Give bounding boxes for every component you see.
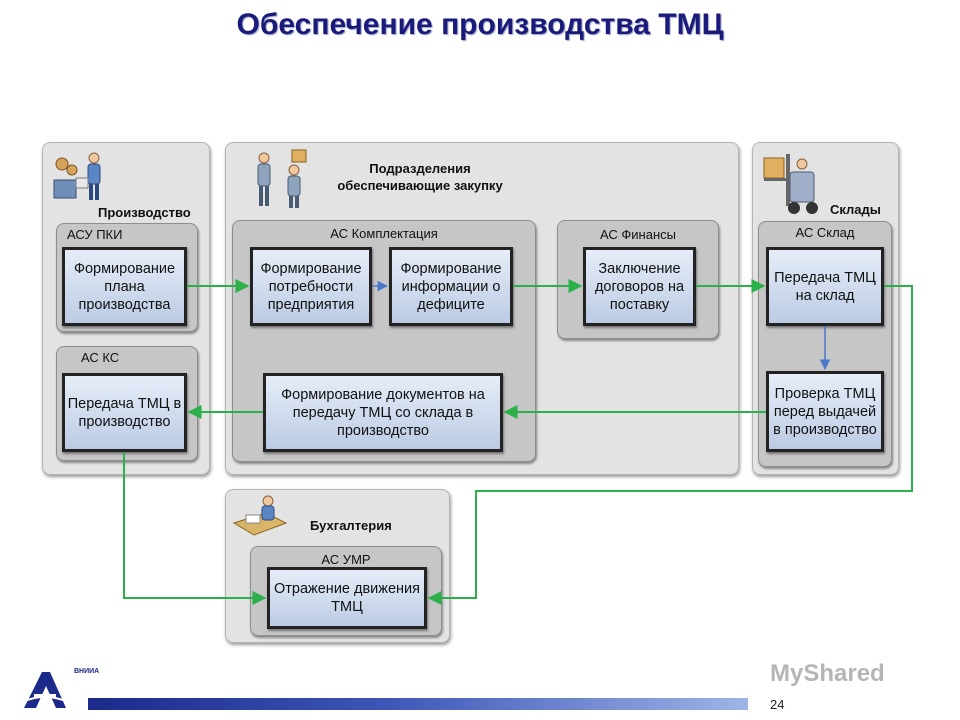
system-label-as-umr: АС УМР — [321, 552, 371, 567]
group-label-production: Производство — [98, 205, 191, 220]
process-transfer-to-production: Передача ТМЦ в производство — [62, 373, 187, 452]
accountant-icon — [232, 495, 288, 536]
process-need: Формирование потребности предприятия — [250, 247, 372, 326]
process-to-warehouse: Передача ТМЦ на склад — [766, 247, 884, 326]
watermark: MyShared — [770, 660, 885, 687]
group-label-warehouses: Склады — [830, 202, 881, 217]
forklift-icon — [763, 154, 818, 214]
system-label-asu-pki: АСУ ПКИ — [67, 227, 123, 242]
system-label-as-finansy: АС Финансы — [600, 227, 676, 242]
system-label-as-ks: АС КС — [81, 350, 120, 365]
process-reflect: Отражение движения ТМЦ — [267, 567, 427, 629]
process-documents: Формирование документов на передачу ТМЦ … — [263, 373, 503, 452]
footer-bar — [88, 698, 748, 710]
logo-text: ВНИИА — [74, 668, 100, 675]
page-number: 24 — [770, 697, 785, 712]
factory-workers-icon — [53, 152, 101, 200]
company-logo — [21, 672, 69, 708]
process-contracts: Заключение договоров на поставку — [583, 247, 696, 326]
group-label-accounting: Бухгалтерия — [310, 518, 392, 533]
page-title: Обеспечение производства ТМЦ — [236, 8, 724, 41]
group-label-procurement: Подразделения обеспечивающие закупку — [337, 161, 503, 193]
process-deficit: Формирование информации о дефиците — [389, 247, 513, 326]
procurement-people-icon — [257, 149, 307, 208]
system-label-as-sklad: АС Склад — [795, 225, 855, 240]
process-check: Проверка ТМЦ перед выдачей в производств… — [766, 371, 884, 452]
process-plan: Формирование плана производства — [62, 247, 187, 326]
arrow-transfer-to-reflect — [123, 452, 267, 605]
arrow-warehouse-to-reflect — [427, 285, 913, 605]
system-label-as-komplektaciya: АС Комплектация — [330, 226, 438, 241]
